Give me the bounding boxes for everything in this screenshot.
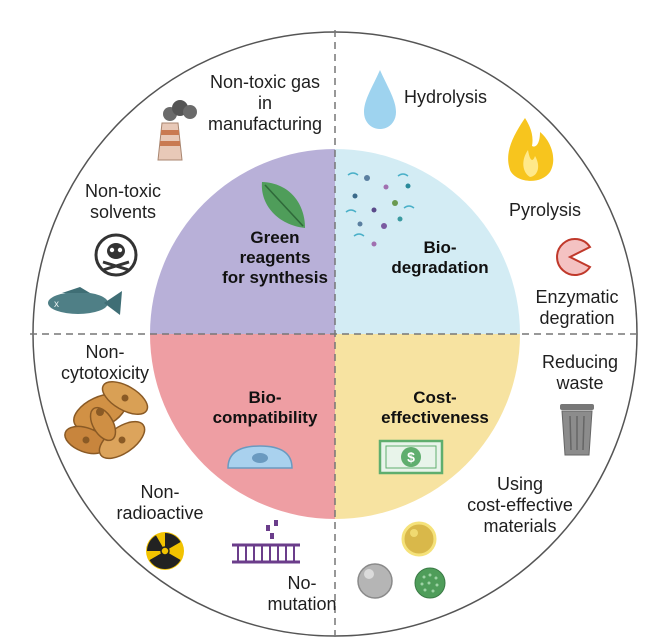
gold-sphere-icon: [401, 521, 437, 557]
cell-icon: [227, 445, 293, 469]
label-non-cytotoxicity: Non-cytotoxicity: [60, 342, 150, 383]
label-no-mutation: No-mutation: [267, 573, 337, 614]
label-cost-effectiveness: Cost-effectiveness: [381, 388, 489, 427]
label-non-radioactive: Non-radioactive: [116, 482, 204, 523]
water-drop-icon: [364, 70, 396, 129]
label-biocompatibility: Bio-compatibility: [212, 388, 318, 427]
enzyme-pacman-icon: [556, 238, 592, 276]
factory-icon: [157, 100, 197, 161]
dna-ladder-icon: [232, 520, 300, 564]
svg-text:x: x: [54, 299, 59, 310]
flame-icon: [508, 118, 554, 181]
cells-cluster-icon: [64, 380, 149, 460]
radiation-icon: [146, 532, 184, 570]
quadrant-biodegradation: [335, 149, 520, 334]
label-biodegradation: Bio-degradation: [391, 238, 489, 277]
particles-icon: [345, 172, 415, 247]
quadrant-biocompatibility: [150, 334, 335, 519]
label-pyrolysis: Pyrolysis: [508, 200, 581, 220]
skull-crossbones-icon: [94, 233, 138, 277]
banknote-icon: $: [378, 439, 444, 475]
gray-sphere-icon: [357, 563, 393, 599]
fish-icon: x: [48, 287, 122, 315]
green-textured-sphere-icon: [414, 567, 446, 599]
leaf-icon: [261, 182, 305, 228]
banknote-symbol: $: [407, 449, 415, 465]
trash-can-icon: [560, 404, 594, 456]
label-hydrolysis: Hydrolysis: [404, 87, 488, 107]
